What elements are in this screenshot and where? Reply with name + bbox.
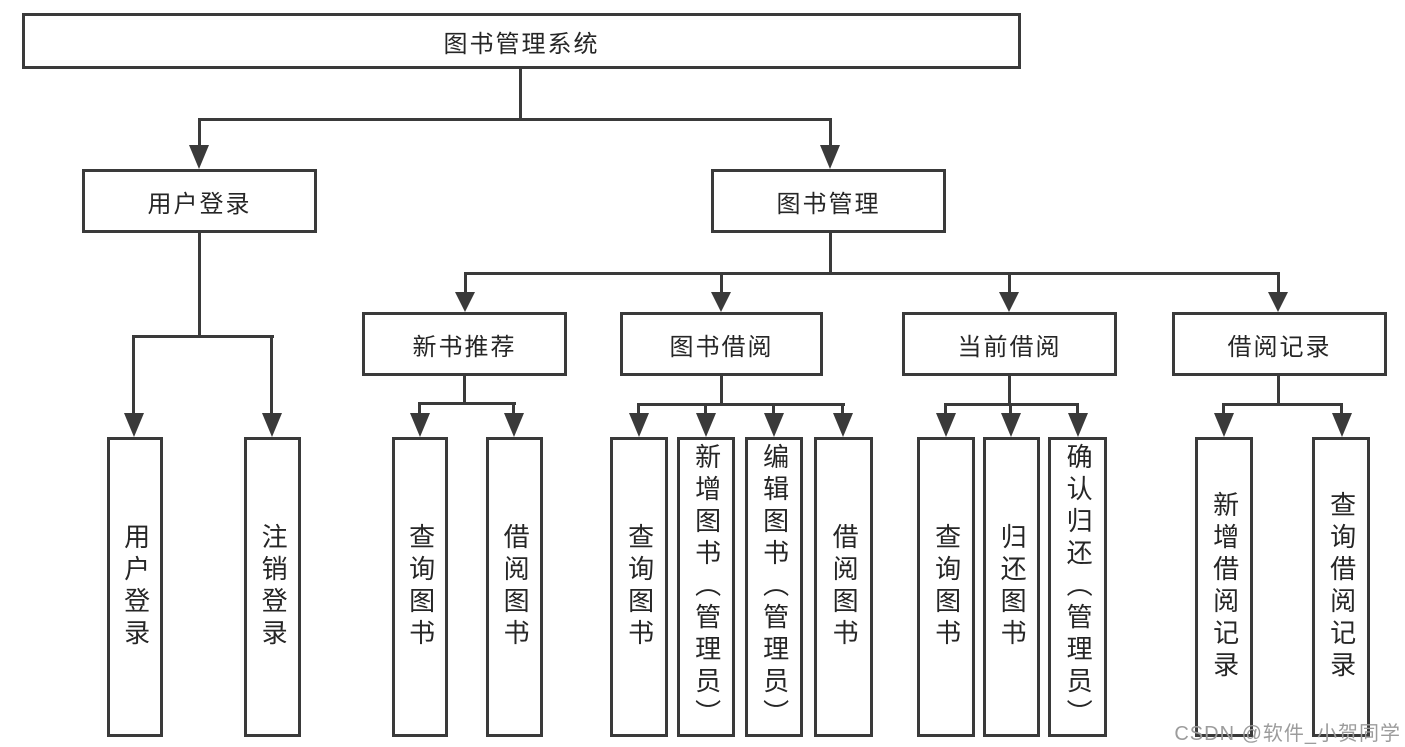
node-book-borrowing: 图书借阅 [620, 312, 823, 376]
arrowhead-leaf [262, 413, 282, 437]
connector-leaf-drop [944, 403, 947, 417]
arrowhead-leaf [696, 413, 716, 437]
leaf-add-books-admin: 新增图书（管理员） [677, 437, 735, 737]
leaf-query-books-borrowing: 查询图书 [610, 437, 668, 737]
leaf-label: 注销登录 [258, 523, 289, 651]
arrowhead-leaf [410, 413, 430, 437]
node-book-management: 图书管理 [711, 169, 946, 233]
node-label: 借阅记录 [1227, 333, 1332, 361]
leaf-borrow-books-borrowing: 借阅图书 [814, 437, 873, 737]
connector-root-stem [519, 67, 522, 121]
node-new-book-recommend: 新书推荐 [362, 312, 567, 376]
arrowhead-leaf [124, 413, 144, 437]
leaf-confirm-return-admin: 确认归还（管理员） [1048, 437, 1107, 737]
leaf-edit-books-admin: 编辑图书（管理员） [745, 437, 803, 737]
connector-rail [637, 403, 845, 406]
connector-rail [1222, 403, 1343, 406]
connector-leaf-drop [418, 402, 421, 417]
arrowhead-leaf [629, 413, 649, 437]
connector-stem [1277, 374, 1280, 406]
connector-leaf-drop [841, 403, 844, 417]
leaf-label: 借阅图书 [500, 523, 531, 651]
node-label: 新书推荐 [412, 333, 517, 361]
leaf-label: 确认归还（管理员） [1063, 443, 1094, 731]
connector-leaf-drop [637, 403, 640, 417]
connector-stem [1008, 374, 1011, 406]
node-borrowing-records: 借阅记录 [1172, 312, 1387, 376]
connector-leaf-drop [704, 403, 707, 417]
arrowhead-current-borrow [999, 292, 1019, 312]
leaf-query-books-current: 查询图书 [917, 437, 975, 737]
connector-level1-rail [198, 118, 832, 121]
leaf-query-books-recommend: 查询图书 [392, 437, 448, 737]
arrowhead-borrow-records [1268, 292, 1288, 312]
arrowhead-leaf [504, 413, 524, 437]
node-label: 图书管理 [776, 190, 881, 218]
arrowhead-leaf [1332, 413, 1352, 437]
leaf-logout: 注销登录 [244, 437, 301, 737]
arrowhead-leaf [764, 413, 784, 437]
connector-level2-drop [1277, 272, 1280, 296]
node-library-management-system: 图书管理系统 [22, 13, 1021, 69]
connector-stem [720, 374, 723, 406]
arrowhead-leaf [1001, 413, 1021, 437]
leaf-user-login: 用户登录 [107, 437, 163, 737]
connector-level2-drop [1008, 272, 1011, 296]
leaf-label: 查询图书 [405, 523, 436, 651]
leaf-label: 归还图书 [997, 523, 1028, 651]
leaf-return-books: 归还图书 [983, 437, 1040, 737]
connector-leaf-drop [1222, 403, 1225, 417]
connector-user-login-stem [198, 231, 201, 338]
arrowhead-leaf [833, 413, 853, 437]
arrowhead-leaf [1068, 413, 1088, 437]
connector-level2-drop [720, 272, 723, 296]
connector-level2-drop [464, 272, 467, 296]
connector-leaf-drop [1009, 403, 1012, 417]
connector-leaf-drop [772, 403, 775, 417]
leaf-add-borrow-record: 新增借阅记录 [1195, 437, 1253, 737]
connector-leaf-drop [270, 335, 273, 417]
node-label: 用户登录 [147, 190, 252, 218]
connector-level2-rail [464, 272, 1280, 275]
csdn-watermark: CSDN @软件_小贺同学 [1174, 723, 1401, 745]
node-label: 图书管理系统 [443, 30, 600, 58]
arrowhead-user-login [189, 145, 209, 169]
connector-book-mgmt-drop [829, 118, 832, 148]
connector-leaf-drop [132, 335, 135, 417]
leaf-label: 用户登录 [120, 523, 151, 651]
leaf-label: 查询借阅记录 [1326, 491, 1357, 683]
connector-leaf-drop [1076, 403, 1079, 417]
node-user-login: 用户登录 [82, 169, 317, 233]
node-current-borrowing: 当前借阅 [902, 312, 1117, 376]
connector-rail [418, 402, 516, 405]
leaf-label: 新增借阅记录 [1209, 491, 1240, 683]
connector-leaf-drop [1340, 403, 1343, 417]
leaf-label: 查询图书 [624, 523, 655, 651]
connector-leaf-drop [512, 402, 515, 417]
arrowhead-book-mgmt [820, 145, 840, 169]
node-label: 当前借阅 [957, 333, 1062, 361]
arrowhead-leaf [1214, 413, 1234, 437]
leaf-label: 新增图书（管理员） [691, 443, 722, 731]
connector-user-login-rail [132, 335, 274, 338]
arrowhead-leaf [936, 413, 956, 437]
connector-user-login-drop [198, 118, 201, 148]
arrowhead-new-book [455, 292, 475, 312]
leaf-query-borrow-record: 查询借阅记录 [1312, 437, 1370, 737]
connector-book-mgmt-stem [829, 231, 832, 275]
leaf-borrow-books-recommend: 借阅图书 [486, 437, 543, 737]
leaf-label: 查询图书 [931, 523, 962, 651]
node-label: 图书借阅 [669, 333, 774, 361]
arrowhead-book-borrow [711, 292, 731, 312]
connector-stem [463, 374, 466, 405]
leaf-label: 编辑图书（管理员） [759, 443, 790, 731]
leaf-label: 借阅图书 [829, 523, 860, 651]
